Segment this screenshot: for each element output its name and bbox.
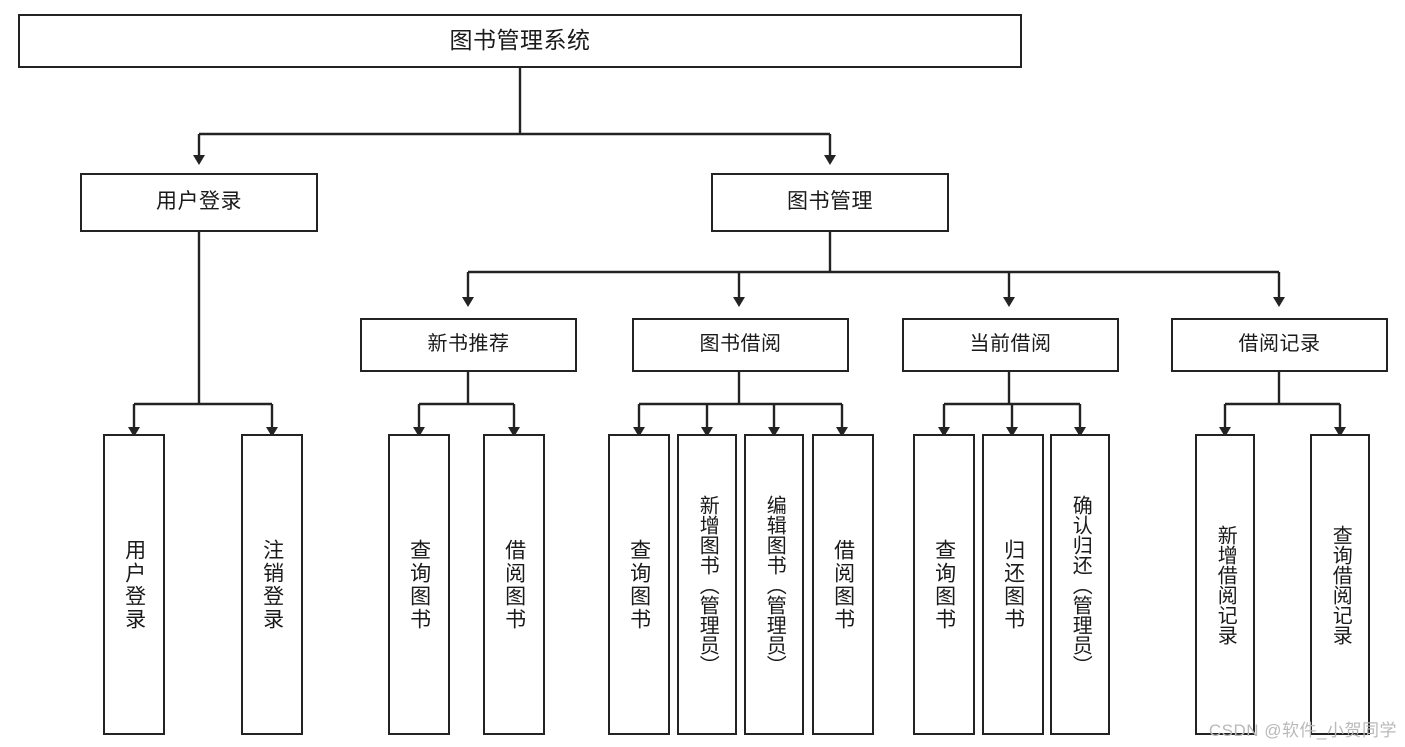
node-leaf-query-borrow-record[interactable]: 查询借阅记录 — [1310, 434, 1370, 735]
node-current-borrow-label: 当前借阅 — [969, 333, 1052, 356]
node-book-manage-label: 图书管理 — [787, 190, 873, 214]
node-leaf-query-book-borrow[interactable]: 查询图书 — [608, 434, 670, 735]
node-leaf-logout[interactable]: 注销登录 — [241, 434, 303, 735]
node-leaf-return-book-label: 归还图书 — [1001, 538, 1025, 631]
node-leaf-query-book-new-label: 查询图书 — [407, 538, 431, 631]
node-user-login[interactable]: 用户登录 — [80, 173, 318, 232]
node-borrow-record-label: 借阅记录 — [1238, 333, 1321, 356]
node-leaf-add-borrow-record-label: 新增借阅记录 — [1214, 524, 1237, 645]
node-leaf-add-book-label: 新增图书（管理员） — [696, 494, 719, 675]
node-leaf-add-book[interactable]: 新增图书（管理员） — [677, 434, 737, 735]
node-leaf-confirm-return-label: 确认归还（管理员） — [1069, 494, 1092, 675]
node-leaf-user-login[interactable]: 用户登录 — [103, 434, 165, 735]
node-leaf-borrow-book-label: 借阅图书 — [831, 538, 855, 631]
node-leaf-confirm-return[interactable]: 确认归还（管理员） — [1050, 434, 1110, 735]
node-new-book-recommend[interactable]: 新书推荐 — [360, 318, 577, 372]
node-book-manage[interactable]: 图书管理 — [711, 173, 949, 232]
node-user-login-label: 用户登录 — [156, 190, 242, 214]
node-root[interactable]: 图书管理系统 — [18, 14, 1022, 68]
node-leaf-query-book-current[interactable]: 查询图书 — [913, 434, 975, 735]
node-leaf-edit-book-label: 编辑图书（管理员） — [763, 494, 786, 675]
node-book-borrow-label: 图书借阅 — [699, 333, 782, 356]
node-leaf-query-book-new[interactable]: 查询图书 — [388, 434, 450, 735]
node-leaf-query-book-current-label: 查询图书 — [932, 538, 956, 631]
node-root-label: 图书管理系统 — [449, 27, 591, 54]
node-leaf-logout-label: 注销登录 — [260, 538, 284, 631]
node-leaf-borrow-book[interactable]: 借阅图书 — [812, 434, 874, 735]
node-leaf-borrow-book-new-label: 借阅图书 — [502, 538, 526, 631]
node-leaf-borrow-book-new[interactable]: 借阅图书 — [483, 434, 545, 735]
node-leaf-user-login-label: 用户登录 — [122, 538, 146, 631]
node-current-borrow[interactable]: 当前借阅 — [902, 318, 1119, 372]
node-leaf-edit-book[interactable]: 编辑图书（管理员） — [744, 434, 804, 735]
node-new-book-recommend-label: 新书推荐 — [427, 333, 510, 356]
node-book-borrow[interactable]: 图书借阅 — [632, 318, 849, 372]
node-leaf-add-borrow-record[interactable]: 新增借阅记录 — [1195, 434, 1255, 735]
node-leaf-return-book[interactable]: 归还图书 — [982, 434, 1044, 735]
node-leaf-query-borrow-record-label: 查询借阅记录 — [1329, 524, 1352, 645]
node-leaf-query-book-borrow-label: 查询图书 — [627, 538, 651, 631]
node-borrow-record[interactable]: 借阅记录 — [1171, 318, 1388, 372]
